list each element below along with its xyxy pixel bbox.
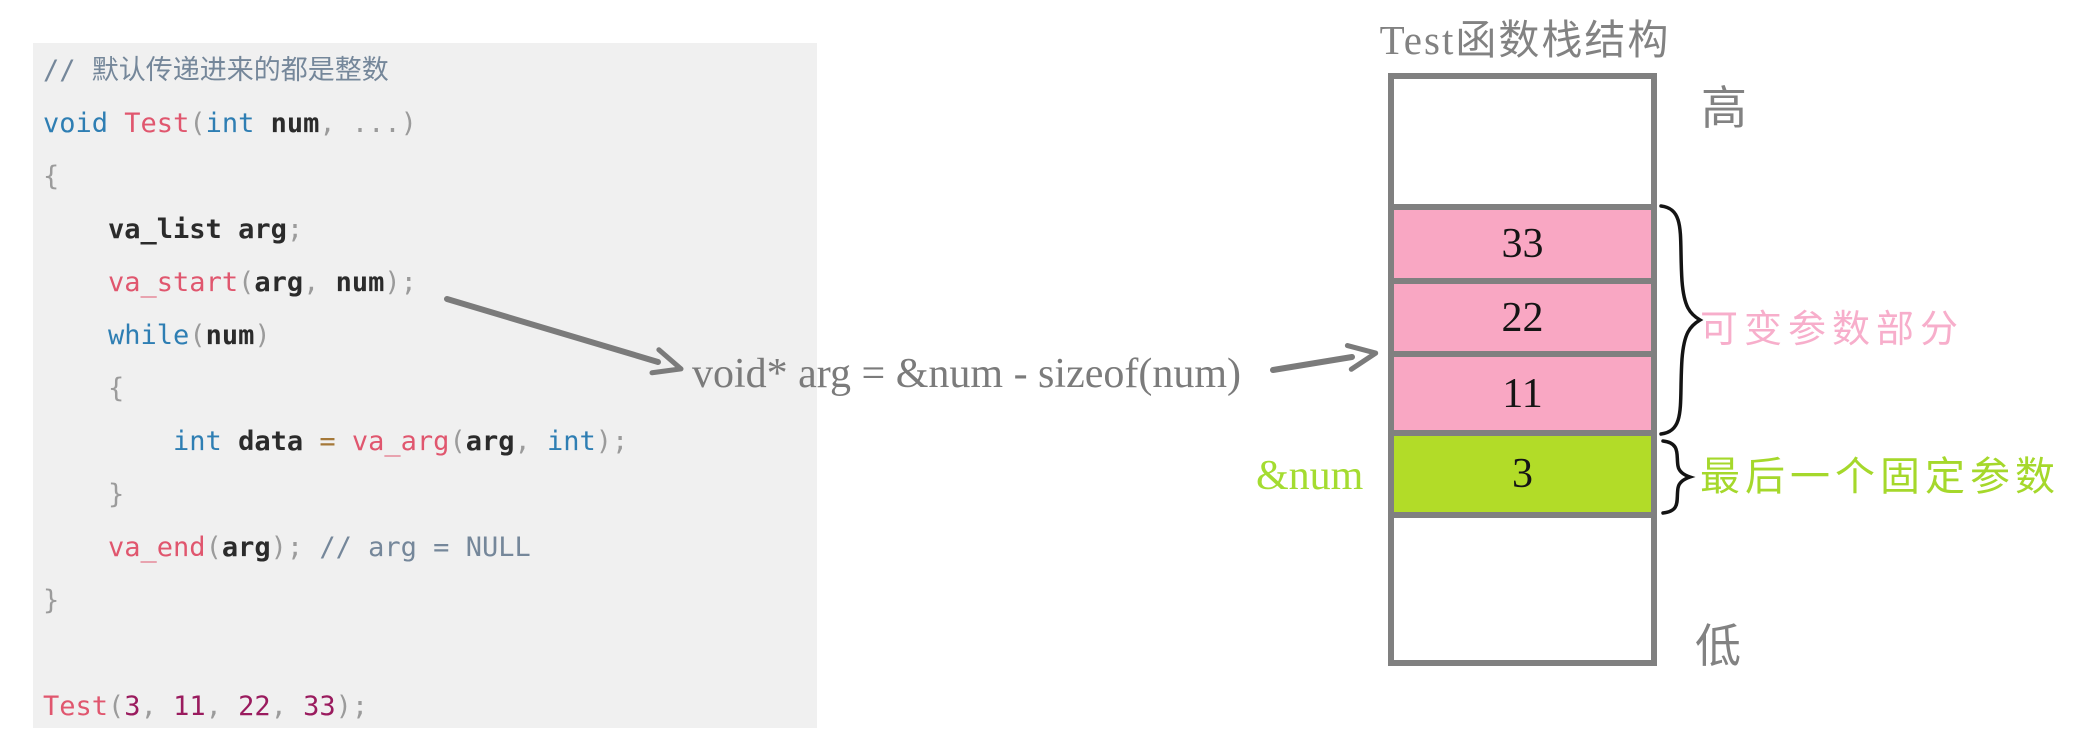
code-token: ); — [335, 691, 369, 722]
code-token: , — [514, 426, 548, 457]
code-token: ); — [384, 267, 417, 298]
code-token: { — [43, 373, 125, 404]
code-line: va_list arg; — [43, 203, 817, 256]
code-token: ; — [286, 214, 304, 245]
code-line: } — [43, 574, 817, 627]
code-line: void Test(int num, ...) — [43, 97, 817, 150]
code-token: } — [43, 585, 60, 616]
brace-fixed-param — [1661, 439, 1696, 515]
stack-cell-33: 33 — [1394, 210, 1651, 278]
code-token: ( — [189, 108, 206, 139]
code-token: // arg = NULL — [303, 532, 531, 563]
code-token — [336, 426, 352, 457]
code-token: ( — [205, 532, 222, 563]
code-token: , — [270, 691, 304, 722]
brace-variadic-section — [1659, 204, 1704, 436]
code-line: Test(3, 11, 22, 33); — [43, 680, 817, 733]
stack-title: Test函数栈结构 — [1379, 17, 1671, 63]
code-token: int — [547, 426, 596, 457]
code-token: Test — [43, 691, 109, 722]
code-token: , — [140, 691, 174, 722]
code-token — [43, 320, 108, 351]
code-token: ); — [595, 426, 629, 457]
code-line: va_start(arg, num); — [43, 256, 817, 309]
code-token: ( — [189, 320, 206, 351]
code-token: = — [319, 426, 336, 457]
num-pointer-label: &num — [1256, 453, 1364, 499]
stack-cell-3: 3 — [1394, 436, 1651, 512]
code-line: } — [43, 468, 817, 521]
code-token: arg — [221, 532, 271, 563]
code-token — [43, 426, 173, 457]
code-line — [43, 627, 817, 680]
code-line: // 默认传递进来的都是整数 — [43, 44, 817, 97]
high-address-label: 高 — [1701, 83, 1747, 134]
code-token: while — [108, 320, 190, 351]
code-token: 3 — [124, 691, 141, 722]
stack-cell — [1394, 518, 1651, 660]
code-line: int data = va_arg(arg, int); — [43, 415, 817, 468]
code-token — [108, 108, 124, 139]
code-line: while(num) — [43, 309, 817, 362]
code-line: va_end(arg); // arg = NULL — [43, 521, 817, 574]
code-token: , — [205, 691, 239, 722]
code-token: Test — [124, 108, 190, 139]
code-token: ); — [270, 532, 304, 563]
stack-cell-11: 11 — [1394, 357, 1651, 430]
stack-cell — [1394, 79, 1651, 204]
low-address-label: 低 — [1695, 621, 1741, 672]
code-token: ( — [449, 426, 466, 457]
code-token: , — [303, 267, 336, 298]
arrow-formula-to-stack — [1270, 343, 1379, 373]
code-token — [43, 532, 108, 563]
code-token: arg — [465, 426, 515, 457]
code-token: arg — [254, 267, 304, 298]
code-line: { — [43, 150, 817, 203]
code-token: num — [335, 267, 385, 298]
code-token: void — [43, 108, 109, 139]
code-token: int — [205, 108, 255, 139]
code-token: // 默认传递进来的都是整数 — [43, 55, 389, 86]
code-token: 11 — [173, 691, 206, 722]
code-token: 22 — [238, 691, 271, 722]
code-token: 33 — [303, 691, 336, 722]
code-token: } — [43, 479, 125, 510]
code-token: ) — [254, 320, 271, 351]
code-token: data — [221, 426, 320, 457]
code-line: { — [43, 362, 817, 415]
code-token: va_list arg — [43, 214, 287, 245]
stack-cell-22: 22 — [1394, 284, 1651, 351]
code-token: ( — [108, 691, 125, 722]
code-token: va_start — [108, 267, 239, 298]
variadic-section-label: 可变参数部分 — [1700, 309, 1965, 351]
fixed-param-label: 最后一个固定参数 — [1700, 454, 2060, 499]
code-token: , ...) — [319, 108, 417, 139]
code-token: int — [173, 426, 222, 457]
code-token: ( — [238, 267, 255, 298]
code-token: va_arg — [351, 426, 450, 457]
code-token: num — [205, 320, 255, 351]
code-token: { — [43, 161, 60, 192]
pointer-formula-text: void* arg = &num - sizeof(num) — [692, 351, 1241, 397]
code-token: num — [254, 108, 320, 139]
code-token: va_end — [108, 532, 206, 563]
code-token — [43, 267, 108, 298]
